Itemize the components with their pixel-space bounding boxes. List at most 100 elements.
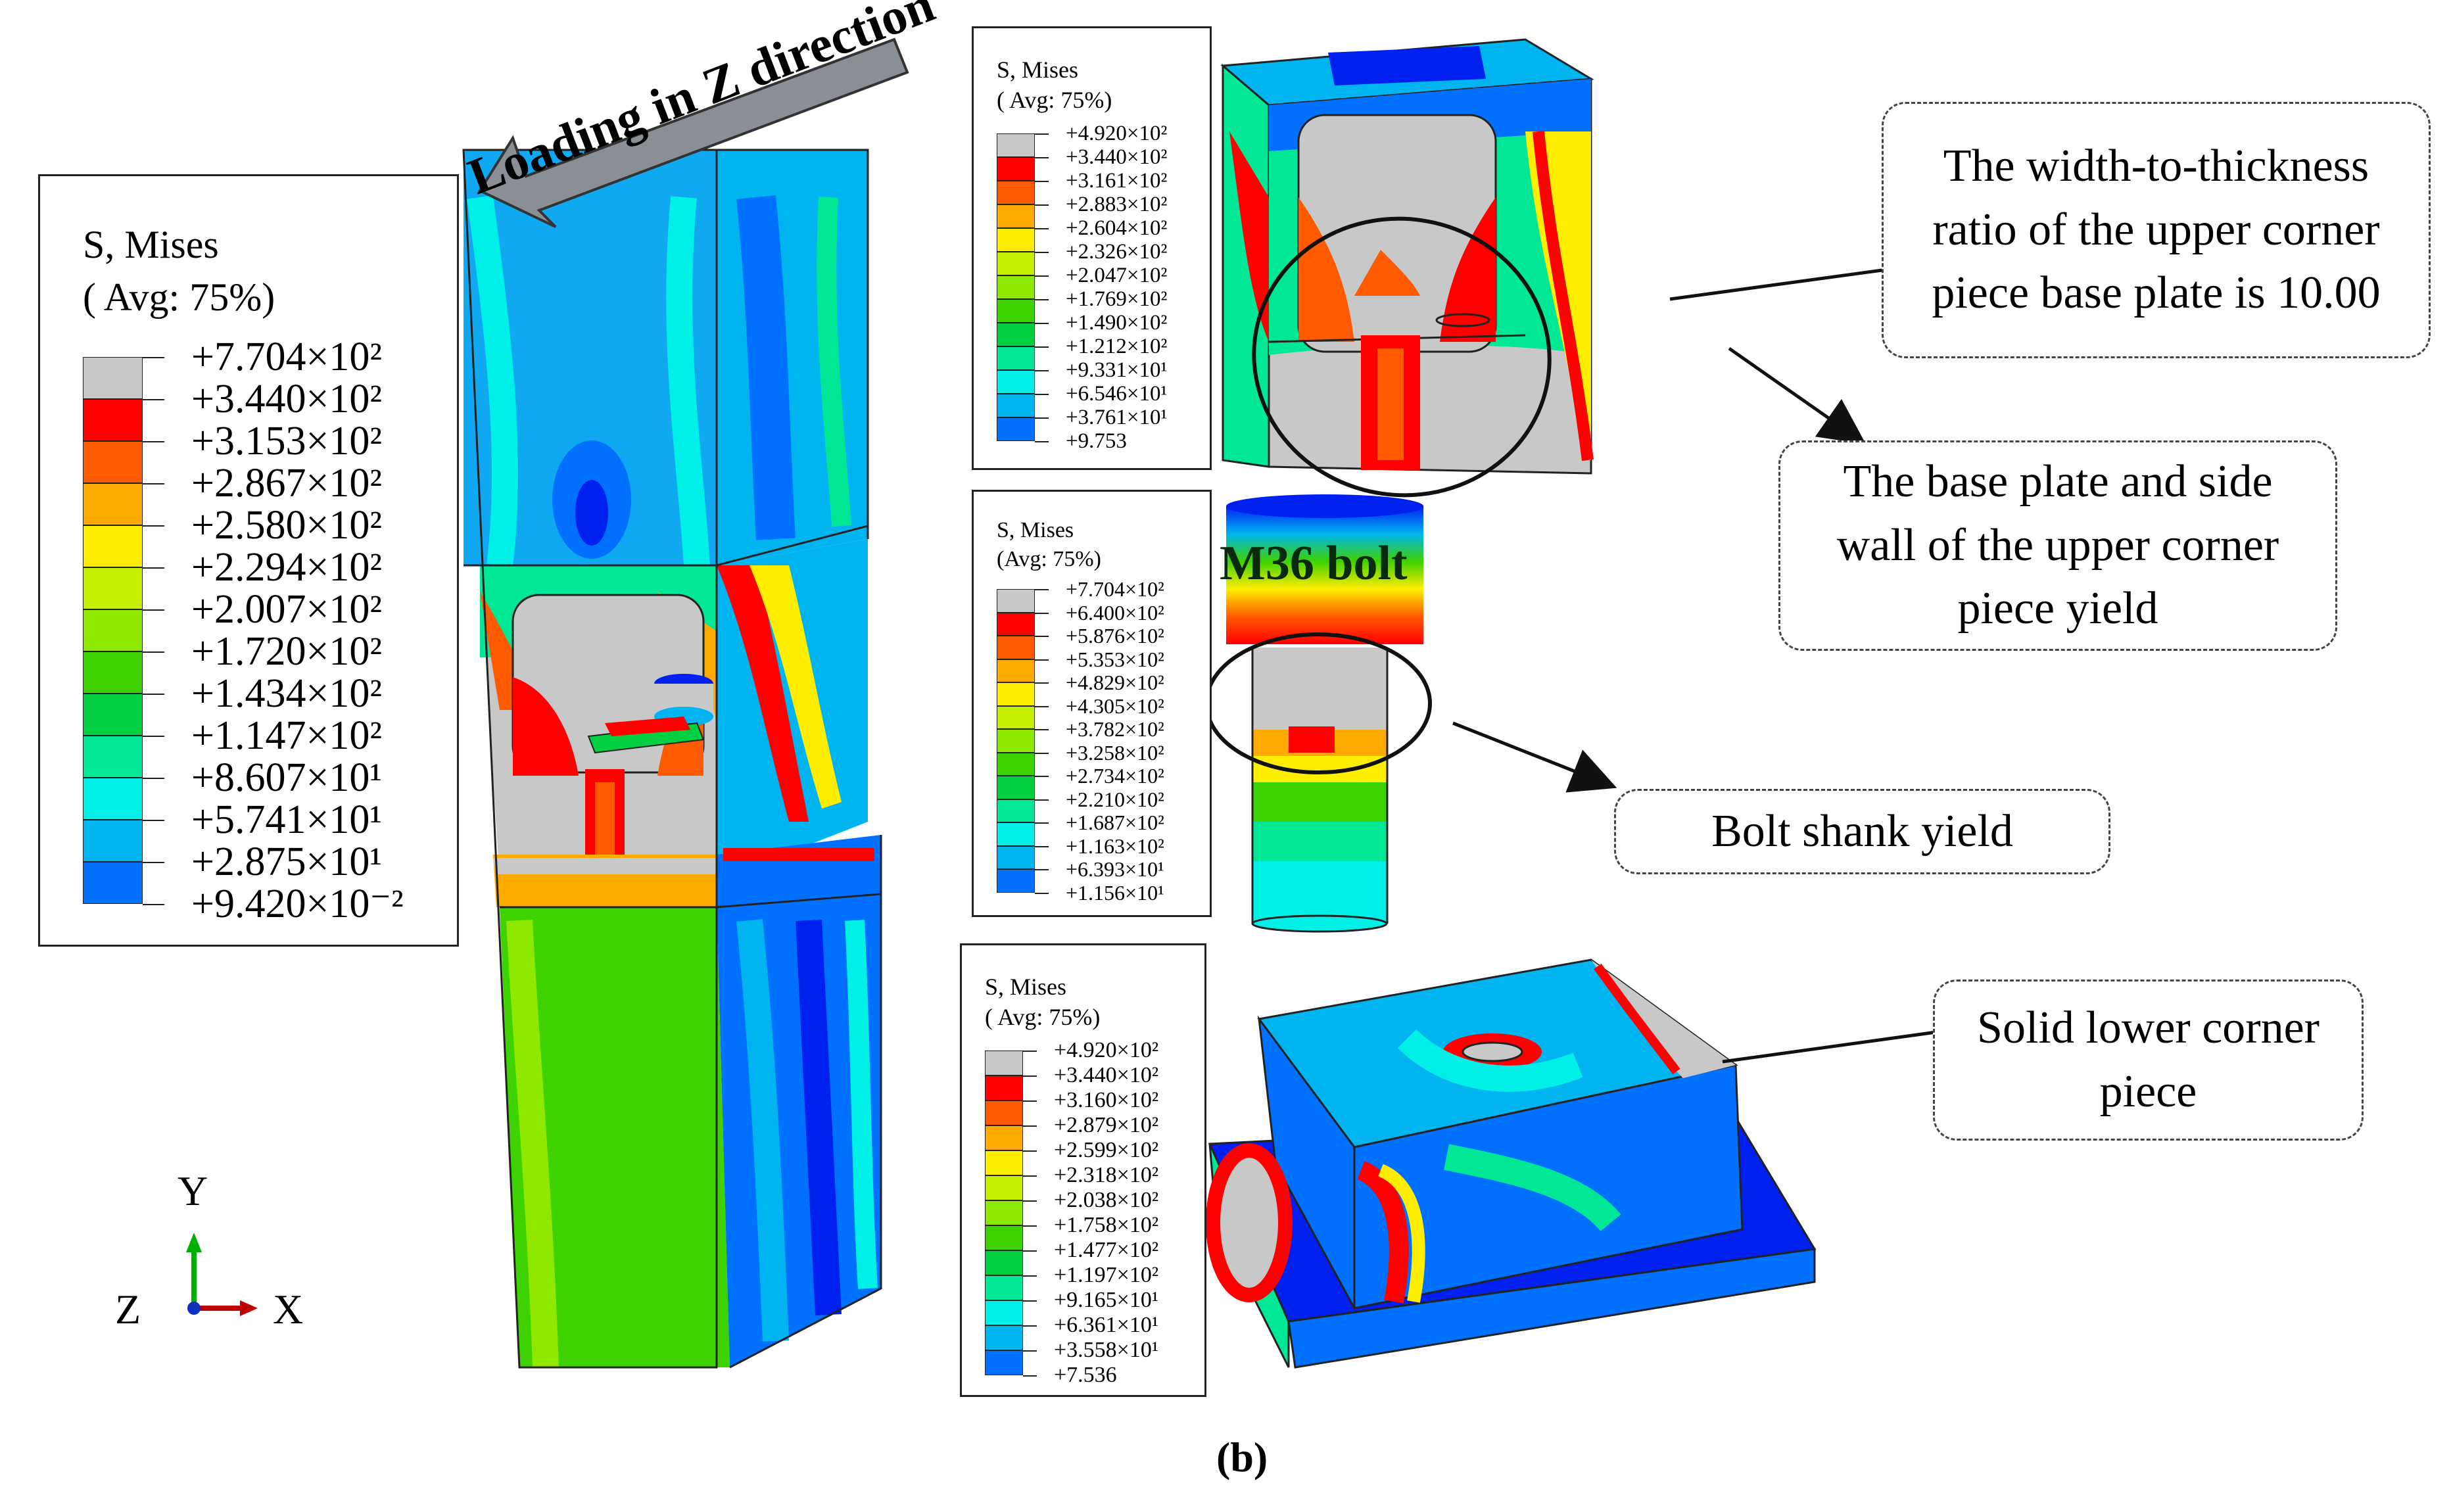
legend-main-band — [83, 525, 143, 567]
legend-upper-band — [997, 181, 1035, 204]
legend-upper-tick — [1034, 228, 1049, 229]
legend-main-band — [83, 441, 143, 483]
legend-bolt-tick — [1034, 682, 1049, 684]
legend-lower-tick — [1022, 1225, 1037, 1227]
leader-lines — [1452, 268, 1937, 1064]
legend-lower-value: +1.197×10² — [1054, 1263, 1159, 1287]
legend-upper-value: +2.883×10² — [1066, 192, 1168, 216]
callout-yield-text: The base plate and side wall of the uppe… — [1836, 456, 2279, 634]
bolt-model — [1204, 494, 1432, 933]
legend-main-band — [83, 820, 143, 862]
legend-lower-band — [985, 1250, 1023, 1275]
legend-main-tick — [142, 820, 164, 821]
legend-lower-tick — [1022, 1275, 1037, 1277]
legend-upper-band — [997, 394, 1035, 417]
legend-upper-tick — [1034, 275, 1049, 277]
legend-main-value: +2.867×10² — [191, 461, 383, 506]
legend-bolt-tick — [1034, 612, 1049, 614]
legend-lower-tick — [1022, 1300, 1037, 1302]
legend-upper-value: +2.604×10² — [1066, 216, 1168, 240]
legend-upper-value: +3.440×10² — [1066, 145, 1168, 169]
legend-main-band — [83, 651, 143, 694]
legend-bolt-tick — [1034, 822, 1049, 824]
legend-upper-band — [997, 370, 1035, 394]
callout-solid-lower-text: Solid lower corner piece — [1977, 1002, 2320, 1117]
legend-lower-value: +2.599×10² — [1054, 1138, 1159, 1162]
legend-lower-band — [985, 1325, 1023, 1350]
legend-upper-band — [997, 204, 1035, 228]
legend-lower-tick — [1022, 1175, 1037, 1177]
legend-main-band — [83, 567, 143, 609]
legend-upper-band — [997, 323, 1035, 346]
legend-upper-value: +6.546×10¹ — [1066, 381, 1168, 406]
legend-upper-title: S, Mises — [997, 57, 1079, 83]
legend-bolt-band — [997, 729, 1035, 753]
legend-lower-band — [985, 1150, 1023, 1175]
legend-upper-tick — [1034, 417, 1049, 419]
figure-caption: (b) — [1216, 1434, 1268, 1480]
legend-bolt-tick — [1034, 845, 1049, 847]
legend-upper-value: +1.490×10² — [1066, 310, 1168, 335]
legend-upper-value: +3.761×10¹ — [1066, 405, 1168, 429]
callout-bolt-shank: Bolt shank yield — [1614, 789, 2110, 874]
legend-main-band — [83, 399, 143, 441]
legend-lower-band — [985, 1275, 1023, 1300]
legend-bolt-band — [997, 636, 1035, 659]
legend-main-value: +1.434×10² — [191, 671, 383, 716]
legend-lower-value: +3.440×10² — [1054, 1063, 1159, 1087]
legend-lower-band — [985, 1125, 1023, 1150]
legend-main: S, Mises ( Avg: 75%) +7.704×10²+3.440×10… — [38, 174, 459, 947]
axis-x-label: X — [273, 1286, 304, 1333]
legend-main-band — [83, 609, 143, 651]
legend-bolt-tick — [1034, 892, 1049, 894]
legend-lower-value: +2.038×10² — [1054, 1188, 1159, 1212]
legend-bolt-band — [997, 682, 1035, 706]
legend-upper-value: +1.769×10² — [1066, 287, 1168, 311]
legend-lower-value: +1.477×10² — [1054, 1238, 1159, 1262]
legend-bolt-tick — [1034, 752, 1049, 754]
legend-bolt-band — [997, 589, 1035, 613]
legend-lower-tick — [1022, 1100, 1037, 1102]
legend-bolt-tick — [1034, 869, 1049, 870]
legend-bolt-value: +2.210×10² — [1066, 787, 1164, 811]
legend-upper-value: +3.161×10² — [1066, 168, 1168, 193]
legend-main-value: +2.875×10¹ — [191, 839, 383, 884]
legend-bolt-title: S, Mises — [997, 518, 1074, 542]
legend-main-tick — [142, 736, 164, 737]
legend-lower-tick — [1022, 1075, 1037, 1077]
legend-lower-tick — [1022, 1150, 1037, 1152]
legend-lower: S, Mises ( Avg: 75%) +4.920×10²+3.440×10… — [960, 943, 1206, 1397]
legend-main-value: +3.153×10² — [191, 419, 383, 463]
legend-bolt-tick — [1034, 799, 1049, 801]
legend-lower-value: +2.879×10² — [1054, 1113, 1159, 1137]
legend-upper-tick — [1034, 133, 1049, 135]
legend-lower-tick — [1022, 1200, 1037, 1202]
legend-main-tick — [142, 525, 164, 527]
legend-lower-value: +3.558×10¹ — [1054, 1338, 1159, 1362]
legend-main-band — [83, 862, 143, 904]
legend-main-value: +7.704×10² — [191, 335, 383, 379]
legend-bolt-value: +5.353×10² — [1066, 647, 1164, 671]
legend-bolt-value: +4.305×10² — [1066, 694, 1164, 718]
legend-lower-value: +2.318×10² — [1054, 1163, 1159, 1187]
legend-main-tick — [142, 651, 164, 653]
legend-bolt-value: +2.734×10² — [1066, 764, 1164, 788]
legend-lower-band — [985, 1175, 1023, 1200]
legend-lower-value: +6.361×10¹ — [1054, 1313, 1159, 1337]
legend-upper-tick — [1034, 299, 1049, 300]
legend-bolt-band — [997, 659, 1035, 682]
legend-bolt-band — [997, 705, 1035, 729]
legend-bolt-value: +3.782×10² — [1066, 717, 1164, 741]
axis-y-label: Y — [178, 1168, 208, 1214]
callout-yield: The base plate and side wall of the uppe… — [1778, 440, 2337, 651]
legend-lower-title: S, Mises — [985, 974, 1067, 1000]
legend-upper-subtitle: ( Avg: 75%) — [997, 87, 1112, 113]
legend-upper-value: +2.326×10² — [1066, 239, 1168, 264]
load-arrow — [478, 37, 909, 228]
upper-corner-piece-model — [1220, 38, 1594, 498]
legend-lower-subtitle: ( Avg: 75%) — [985, 1004, 1101, 1030]
legend-bolt-subtitle: (Avg: 75%) — [997, 547, 1101, 571]
legend-lower-tick — [1022, 1350, 1037, 1352]
legend-upper-band — [997, 346, 1035, 370]
